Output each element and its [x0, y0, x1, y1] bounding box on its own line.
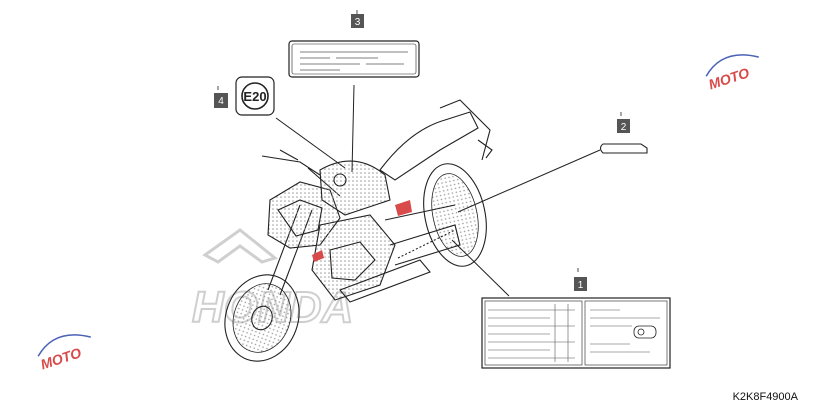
callout-2-number: 2 — [621, 122, 627, 133]
callout-2: 2 — [617, 112, 630, 133]
callout-3: 3 — [351, 10, 364, 28]
moto-watermark-bottom: MOTO — [37, 334, 91, 372]
callout-1-number: 1 — [578, 280, 584, 291]
moto-watermark-bottom-text: MOTO — [38, 344, 83, 372]
moto-watermark-top: MOTO — [705, 54, 759, 92]
callout-3-number: 3 — [355, 17, 361, 28]
motorcycle-outline-icon — [224, 99, 493, 362]
label-2-icon — [599, 143, 648, 154]
part-code: K2K8F4900A — [733, 391, 799, 403]
label-1-icon — [481, 297, 671, 369]
callout-4: 4 — [214, 86, 228, 108]
fuel-label-icon: E20 — [235, 76, 275, 116]
moto-watermark-top-text: MOTO — [706, 64, 751, 92]
callout-1: 1 — [574, 268, 587, 291]
callout-4-number: 4 — [218, 96, 224, 107]
label-3-icon — [288, 40, 420, 78]
fuel-label-text: E20 — [243, 89, 266, 104]
